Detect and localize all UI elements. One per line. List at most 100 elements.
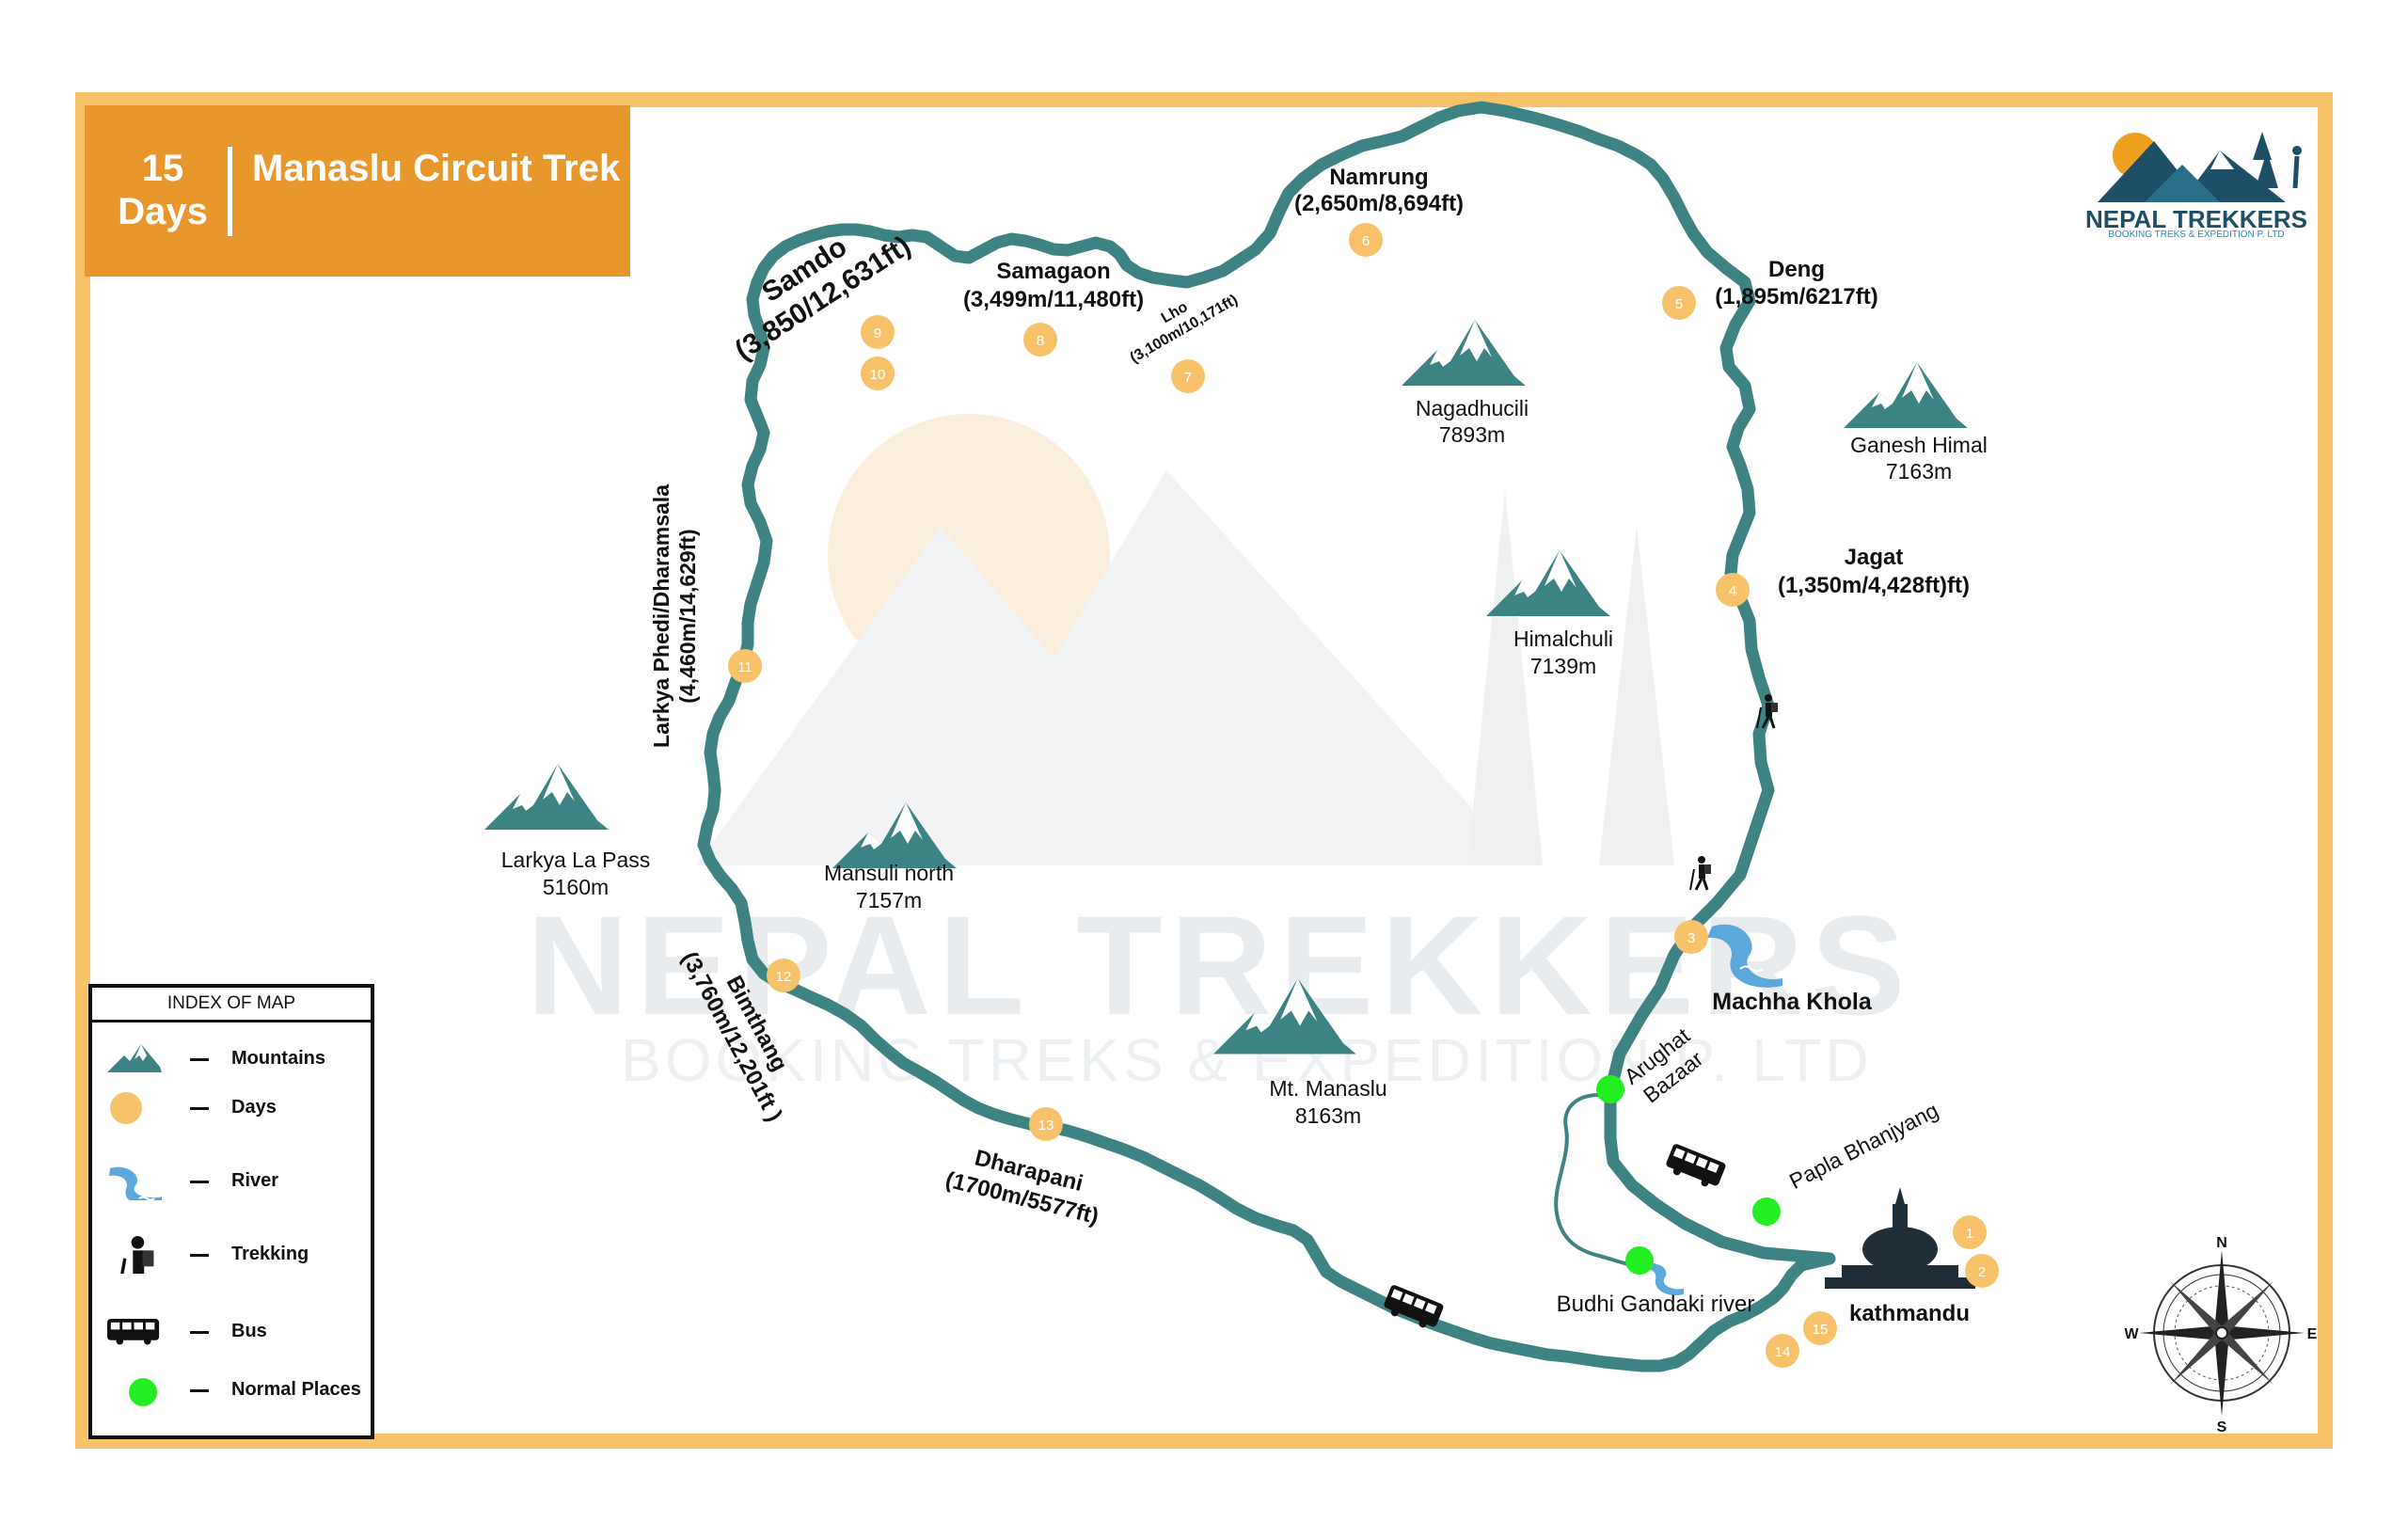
legend-bus-icon bbox=[107, 1319, 160, 1345]
bus-icon-papla bbox=[1663, 1143, 1727, 1192]
mountain-height-nagadhucili: 7893m bbox=[1439, 422, 1505, 447]
compass-north-label: N bbox=[2216, 1235, 2227, 1251]
legend-item-normal-places: Normal Places bbox=[92, 1372, 374, 1409]
mountain-height-mansuli-north: 7157m bbox=[856, 888, 922, 912]
day-marker-13: 13 bbox=[1029, 1107, 1063, 1141]
trek-duration: 15 Days bbox=[118, 148, 208, 232]
svg-text:5: 5 bbox=[1675, 296, 1683, 312]
mountain-name-mansuli-north: Mansuli north bbox=[824, 861, 954, 885]
legend-header: INDEX OF MAP bbox=[92, 988, 371, 1023]
day-marker-2: 2 bbox=[1965, 1254, 1999, 1288]
day-marker-14: 14 bbox=[1766, 1334, 1799, 1368]
place-name-samagaon: Samagaon bbox=[996, 259, 1110, 284]
place-alt-samagaon: (3,499m/11,480ft) bbox=[963, 287, 1144, 312]
normal-place-papla bbox=[1752, 1197, 1781, 1226]
legend-item-bus: Bus bbox=[92, 1313, 374, 1351]
mountain-name-mt-manaslu: Mt. Manaslu bbox=[1269, 1076, 1386, 1101]
legend-item-trekking: Trekking bbox=[92, 1236, 374, 1274]
mountain-name-ganesh-himal: Ganesh Himal bbox=[1850, 433, 1988, 457]
day-marker-4: 4 bbox=[1716, 573, 1750, 607]
mountain-icon-ganesh-himal bbox=[1844, 362, 1968, 428]
logo-brand: NEPAL TREKKERS bbox=[2085, 205, 2307, 233]
svg-text:14: 14 bbox=[1775, 1344, 1791, 1360]
day-marker-11: 11 bbox=[728, 649, 762, 683]
mountain-icon-nagadhucili bbox=[1402, 320, 1526, 386]
svg-text:10: 10 bbox=[870, 367, 886, 383]
mountain-icon-larkya-la-pass bbox=[484, 764, 609, 830]
svg-text:2: 2 bbox=[1978, 1264, 1986, 1280]
company-logo: NEPAL TREKKERS BOOKING TREKS & EXPEDITIO… bbox=[2079, 122, 2314, 245]
day-marker-7: 7 bbox=[1171, 359, 1205, 393]
svg-text:6: 6 bbox=[1362, 233, 1370, 249]
place-alt-namrung: (2,650m/8,694ft) bbox=[1294, 191, 1464, 216]
mountain-height-mt-manaslu: 8163m bbox=[1295, 1103, 1361, 1128]
svg-text:4: 4 bbox=[1729, 583, 1736, 599]
svg-text:Papla Bhanjyang: Papla Bhanjyang bbox=[1785, 1098, 1942, 1194]
svg-text:3: 3 bbox=[1687, 930, 1695, 946]
compass-rose-icon bbox=[2139, 1250, 2305, 1416]
place-alt-jagat: (1,350m/4,428ft)ft) bbox=[1778, 573, 1970, 598]
trek-name: Manaslu Circuit Trek bbox=[252, 148, 621, 189]
place-name-namrung: Namrung bbox=[1329, 165, 1428, 190]
mountain-name-nagadhucili: Nagadhucili bbox=[1416, 396, 1529, 420]
svg-text:7: 7 bbox=[1184, 370, 1192, 386]
svg-text:8: 8 bbox=[1037, 333, 1044, 349]
day-marker-9: 9 bbox=[861, 315, 895, 349]
normal-place-budhi-gandaki bbox=[1625, 1246, 1654, 1275]
place-alt-deng: (1,895m/6217ft) bbox=[1715, 284, 1877, 309]
day-marker-10: 10 bbox=[861, 357, 895, 390]
svg-text:Larkya Phedi/Dharamsala: Larkya Phedi/Dharamsala bbox=[649, 484, 673, 748]
place-name-jagat: Jagat bbox=[1845, 545, 1904, 570]
mountain-height-larkya-la-pass: 5160m bbox=[543, 875, 609, 899]
svg-text:12: 12 bbox=[776, 969, 792, 985]
logo-mountains-icon bbox=[2098, 132, 2302, 202]
map-legend: INDEX OF MAP Mountains Days River Trekki… bbox=[88, 984, 374, 1439]
svg-text:11: 11 bbox=[737, 659, 752, 675]
legend-item-mountains: Mountains bbox=[92, 1040, 374, 1078]
day-marker-1: 1 bbox=[1953, 1215, 1987, 1249]
legend-day-icon bbox=[110, 1092, 142, 1124]
compass-south-label: S bbox=[2217, 1419, 2227, 1435]
day-marker-8: 8 bbox=[1023, 323, 1057, 357]
legend-item-river: River bbox=[92, 1163, 374, 1200]
map-frame bbox=[75, 92, 2333, 1449]
legend-normal-place-icon bbox=[129, 1378, 157, 1406]
normal-place-arughat bbox=[1596, 1075, 1624, 1103]
route-stroke bbox=[697, 101, 1836, 1372]
legend-trekking-icon bbox=[120, 1236, 154, 1274]
svg-text:9: 9 bbox=[874, 325, 881, 341]
day-marker-12: 12 bbox=[767, 959, 800, 992]
place-name-budhi-gandaki: Budhi Gandaki river bbox=[1557, 1292, 1755, 1317]
compass-west-label: W bbox=[2124, 1326, 2139, 1342]
legend-river-icon bbox=[109, 1166, 162, 1200]
place-label-papla-bhanjyang: Papla Bhanjyang bbox=[1785, 1098, 1942, 1194]
title-box: 15 Days Manaslu Circuit Trek bbox=[85, 105, 630, 277]
day-marker-6: 6 bbox=[1349, 223, 1383, 257]
legend-mountain-icon bbox=[107, 1044, 162, 1072]
svg-text:1: 1 bbox=[1966, 1226, 1973, 1242]
place-name-machha-khola: Machha Khola bbox=[1712, 989, 1873, 1015]
compass-east-label: E bbox=[2307, 1326, 2318, 1342]
mountain-name-larkya-la-pass: Larkya La Pass bbox=[501, 848, 651, 872]
place-label-larkya-phedi: Larkya Phedi/Dharamsala (4,460m/14,629ft… bbox=[649, 484, 700, 748]
legend-item-days: Days bbox=[92, 1089, 374, 1127]
place-name-deng: Deng bbox=[1768, 257, 1825, 282]
svg-text:13: 13 bbox=[1038, 1118, 1054, 1134]
kathmandu-stupa-icon bbox=[1825, 1187, 1975, 1289]
trekking-icon-lower bbox=[1688, 854, 1713, 892]
logo-tagline: BOOKING TREKS & EXPEDITION P. LTD bbox=[2108, 230, 2285, 240]
svg-text:15: 15 bbox=[1813, 1322, 1829, 1338]
background-mountain-art bbox=[696, 414, 1674, 865]
place-name-kathmandu: kathmandu bbox=[1849, 1301, 1970, 1326]
day-marker-5: 5 bbox=[1662, 286, 1696, 320]
river-icon-machha-khola bbox=[1707, 924, 1782, 988]
day-marker-3: 3 bbox=[1674, 920, 1708, 954]
title-divider bbox=[228, 147, 232, 236]
bus-icon-south bbox=[1381, 1284, 1445, 1333]
mountain-height-himalchuli: 7139m bbox=[1530, 654, 1596, 678]
mountain-icon-mt-manaslu bbox=[1213, 978, 1356, 1054]
mountain-name-himalchuli: Himalchuli bbox=[1513, 626, 1613, 651]
budhi-gandaki-river-path bbox=[1554, 1093, 1656, 1269]
